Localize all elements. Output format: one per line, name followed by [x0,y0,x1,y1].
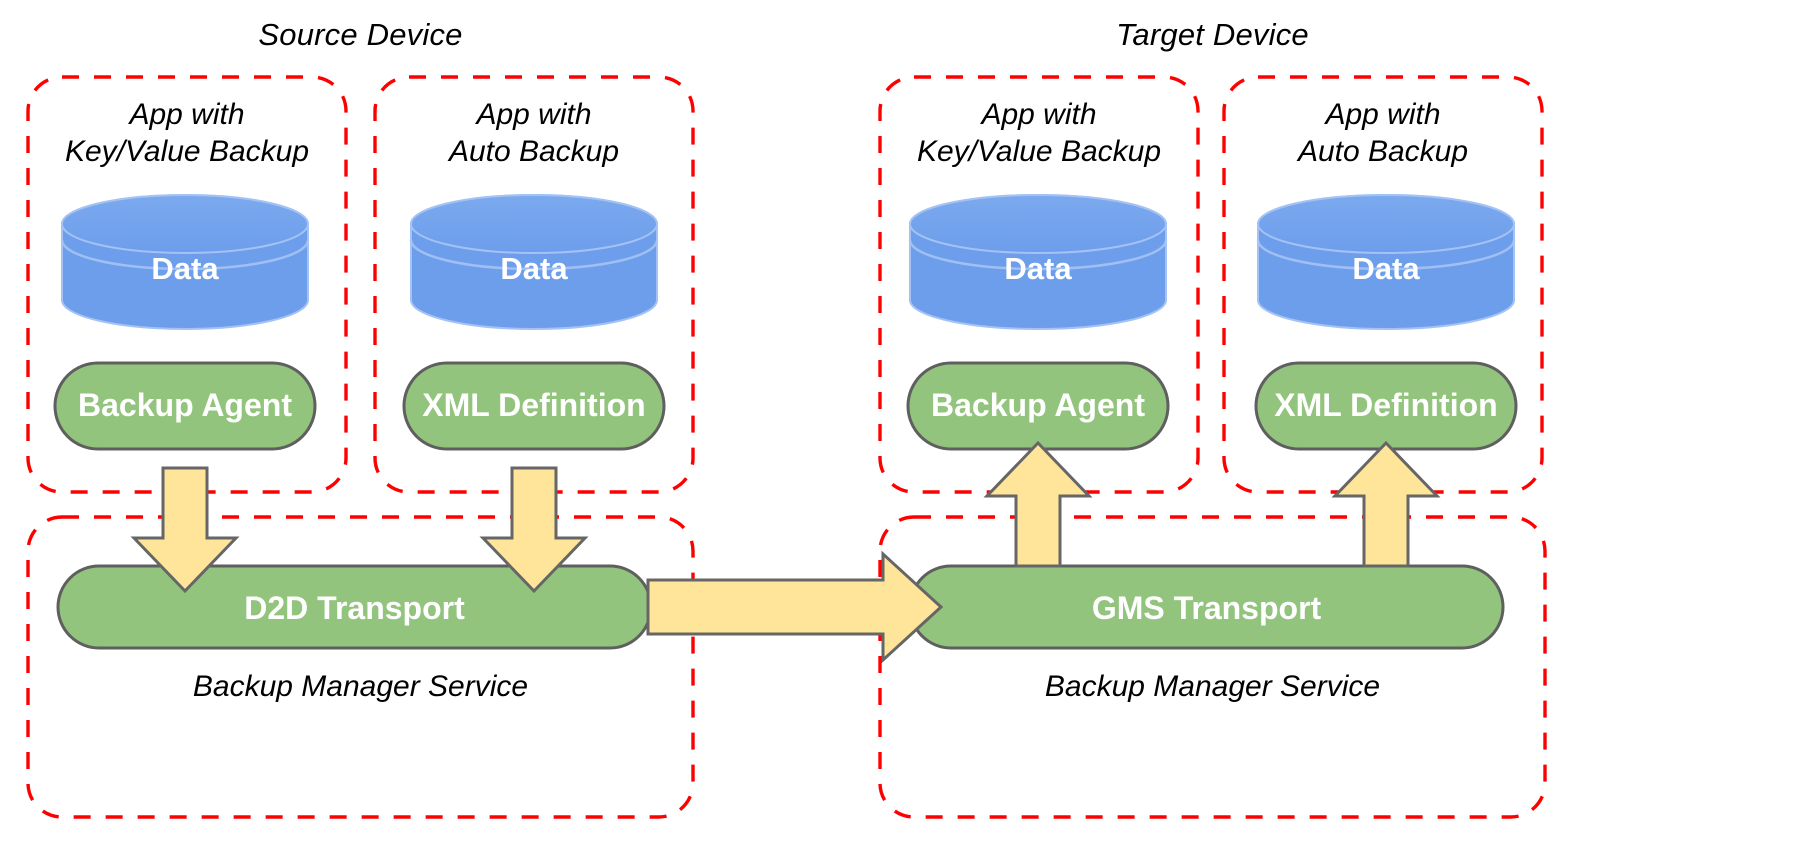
arrow-gms-to-target-kv [983,440,1093,568]
target-kv-app-title-line1: App with [981,98,1097,131]
target-xml-definition-pill [1254,361,1518,451]
d2d-transport-pill [56,564,653,650]
arrow-gms-to-target-auto [1331,440,1441,568]
arrow-d2d-to-gms [646,550,944,664]
target-backup-agent-pill [906,361,1170,451]
source-kv-app-title-line1: App with [129,98,245,131]
source-kv-app-title: App with Key/Value Backup [28,96,346,170]
gms-transport-pill [908,564,1505,650]
target-backup-manager-service-label: Backup Manager Service [1044,670,1381,703]
target-device-title: Target Device [1116,17,1309,52]
source-auto-app-title-line2: Auto Backup [448,135,620,168]
source-backup-agent-pill [53,361,317,451]
arrow-source-kv-to-d2d [130,466,240,594]
source-xml-definition-pill [402,361,666,451]
source-backup-manager-service-container [26,515,695,819]
source-auto-app-title-line1: App with [476,98,592,131]
source-device-title: Source Device [258,17,463,52]
target-backup-manager-service-container [878,515,1547,819]
target-auto-data-cylinder [1256,194,1516,330]
arrow-source-auto-to-d2d [479,466,589,594]
source-kv-app-title-line2: Key/Value Backup [64,135,310,168]
target-kv-data-cylinder [908,194,1168,330]
target-auto-app-title-line1: App with [1325,98,1441,131]
target-auto-app-title-line2: Auto Backup [1297,135,1469,168]
target-kv-app-title: App with Key/Value Backup [880,96,1198,170]
source-backup-manager-service-label: Backup Manager Service [192,670,529,703]
source-auto-app-title: App with Auto Backup [375,96,693,170]
source-auto-data-cylinder [409,194,659,330]
source-kv-data-cylinder [60,194,310,330]
target-auto-app-title: App with Auto Backup [1224,96,1542,170]
target-kv-app-title-line2: Key/Value Backup [916,135,1162,168]
